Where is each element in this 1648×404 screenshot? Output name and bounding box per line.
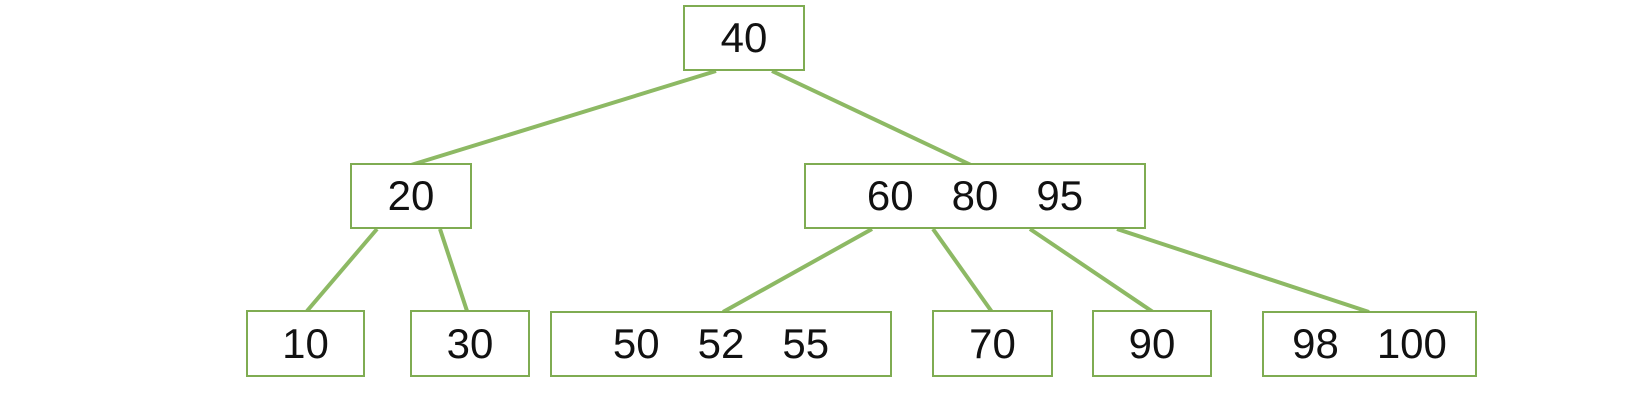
btree-node-30: 30	[410, 310, 530, 377]
node-key: 100	[1376, 320, 1447, 367]
btree-node-20: 20	[350, 163, 472, 229]
node-key: 60	[866, 172, 914, 219]
node-key: 10	[282, 319, 329, 367]
node-key: 52	[697, 320, 745, 367]
btree-node-98-100: 98 100	[1262, 311, 1477, 377]
node-key: 90	[1128, 319, 1176, 367]
tree-edge-60-80-95-to-50-52-55	[722, 227, 873, 314]
tree-edge-20-to-30	[438, 228, 469, 312]
node-key: 55	[782, 320, 830, 367]
node-key: 80	[951, 172, 999, 219]
node-key: 95	[1036, 172, 1084, 219]
node-key: 20	[387, 172, 435, 219]
tree-edge-60-80-95-to-90	[1028, 227, 1155, 314]
tree-edge-60-80-95-to-98-100	[1116, 227, 1370, 314]
tree-edge-40-to-20	[410, 69, 717, 167]
node-key: 50	[612, 320, 660, 367]
btree-node-90: 90	[1092, 310, 1212, 377]
btree-node-60-80-95: 60 80 95	[804, 163, 1146, 229]
tree-edge-20-to-10	[305, 227, 379, 313]
node-key: 30	[446, 319, 494, 367]
tree-edge-40-to-60-80-95	[771, 69, 972, 167]
btree-node-70: 70	[932, 310, 1053, 377]
node-key: 70	[969, 319, 1016, 367]
btree-node-40: 40	[683, 5, 805, 71]
node-key: 98	[1292, 320, 1339, 367]
node-key: 40	[720, 14, 768, 61]
tree-edge-60-80-95-to-70	[931, 227, 994, 314]
btree-node-10: 10	[246, 310, 365, 377]
btree-node-50-52-55: 50 52 55	[550, 311, 892, 377]
